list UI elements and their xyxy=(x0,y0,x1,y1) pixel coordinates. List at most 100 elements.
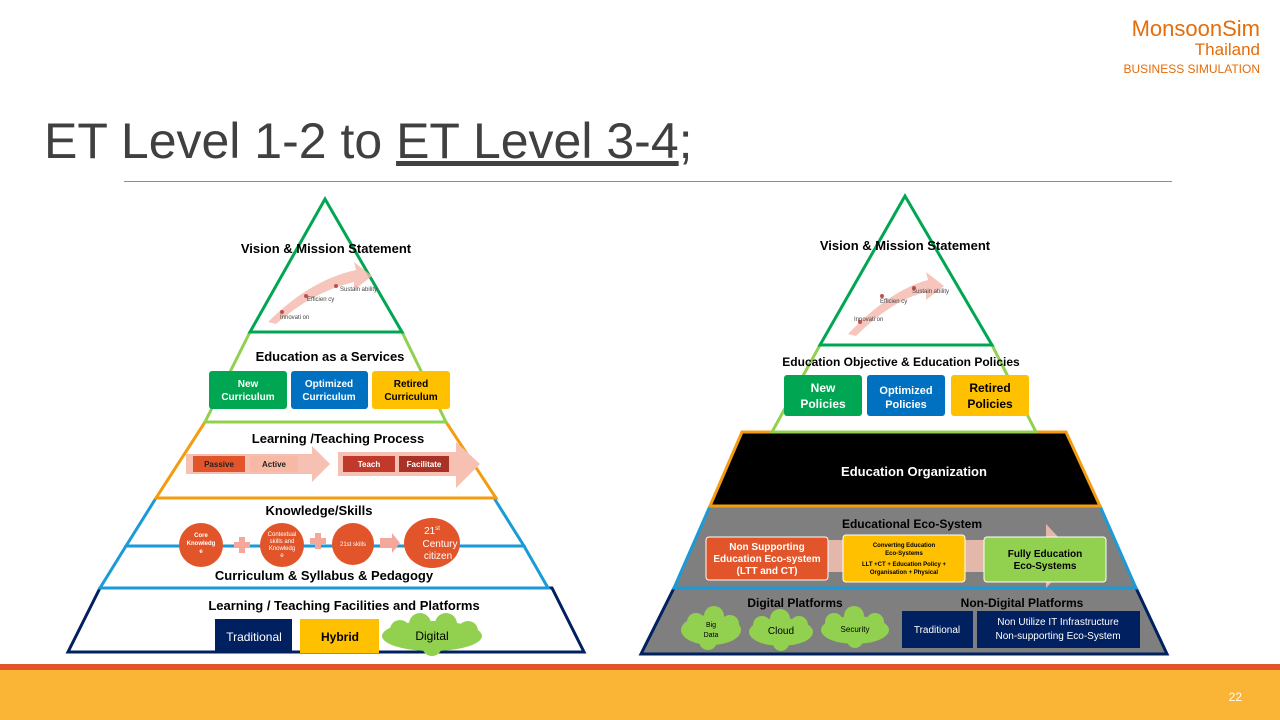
knowledge-contextual-circle xyxy=(260,523,304,567)
eco-converting-l4: Organisation + Physical xyxy=(870,570,939,576)
century-l2: Century xyxy=(422,539,457,550)
knowledge-core-l3: e xyxy=(199,549,203,555)
left-arrow-dot-3 xyxy=(334,284,338,288)
right-objective-title: Education Objective & Education Policies xyxy=(782,355,1020,369)
process-active: Active xyxy=(262,460,287,469)
curriculum-retired-line1: Retired xyxy=(394,379,428,390)
bigdata-cloud-icon xyxy=(681,606,741,650)
platform-hybrid: Hybrid xyxy=(321,630,359,644)
logo-line2: Thailand xyxy=(1194,40,1260,59)
knowledge-21st-skills-circle xyxy=(332,523,374,565)
curriculum-retired-box xyxy=(372,371,450,409)
left-arrow-dot-2 xyxy=(304,294,308,298)
curriculum-optimized-line1: Optimized xyxy=(305,379,353,390)
title-part1: ET Level 1-2 to xyxy=(44,113,397,169)
eco-converting-l1: Converting Education xyxy=(873,543,936,549)
eco-fully-l2: Eco-Systems xyxy=(1014,561,1077,572)
knowledge-contextual-l1: Contextual xyxy=(268,532,297,538)
left-vision-text: Vision & Mission Statement xyxy=(241,241,412,256)
title-part2: ET Level 3-4 xyxy=(396,113,679,169)
curriculum-new-box xyxy=(209,371,287,409)
right-band-vision xyxy=(817,192,995,347)
right-arrow-label-3: Sustain ability xyxy=(912,289,949,295)
title-rule xyxy=(124,181,1172,182)
nondigital-infrastructure-box xyxy=(977,611,1140,648)
right-arrow-dot-1 xyxy=(858,320,862,324)
left-growth-arrow-icon xyxy=(268,262,372,324)
knowledge-core-l1: Core xyxy=(194,533,208,539)
right-digital-title: Digital Platforms xyxy=(747,596,843,610)
left-facilities-title: Learning / Teaching Facilities and Platf… xyxy=(208,598,479,613)
left-curriculum-title: Curriculum & Syllabus & Pedagogy xyxy=(215,568,434,583)
footer-yellow-bar xyxy=(0,670,1280,720)
digital-bigdata-l2: Data xyxy=(704,632,719,639)
knowledge-arrow-icon xyxy=(380,533,400,553)
eco-converting-l2: Eco-Systems xyxy=(885,551,923,557)
knowledge-contextual-l3: Knowledg xyxy=(269,546,295,552)
process-active-box xyxy=(250,456,298,472)
right-arrow-dot-2 xyxy=(880,294,884,298)
right-nondigital-title: Non-Digital Platforms xyxy=(961,596,1084,610)
page-number: 22 xyxy=(1228,690,1242,704)
title-part3: ; xyxy=(678,113,693,169)
nondigital-traditional-box xyxy=(902,611,973,648)
left-arrow-dot-1 xyxy=(280,310,284,314)
platform-hybrid-box xyxy=(300,619,379,653)
eco-converting-l3: LLT +CT + Education Policy + xyxy=(862,562,947,568)
knowledge-core-circle xyxy=(179,523,223,567)
knowledge-contextual-l2: skills and xyxy=(270,539,295,545)
curriculum-new-line1: New xyxy=(238,379,259,390)
knowledge-21st-skills: 21st skills xyxy=(340,542,366,548)
right-organization-text: Education Organization xyxy=(841,464,987,479)
logo-line3: BUSINESS SIMULATION xyxy=(1123,62,1260,76)
left-arrow-label-2: Efficien cy xyxy=(307,297,334,303)
nondigital-ecosystem: Non-supporting Eco-System xyxy=(995,631,1120,642)
knowledge-core-l2: Knowledg xyxy=(187,541,216,547)
right-vision-text: Vision & Mission Statement xyxy=(820,238,991,253)
right-pyramid: Vision & Mission Statement Innovati on E… xyxy=(638,192,1170,656)
right-arrow-label-2: Efficien cy xyxy=(880,299,907,305)
century-l1: 21st xyxy=(424,526,440,537)
century-l3: citizen xyxy=(424,551,452,562)
knowledge-contextual-l4: e xyxy=(280,553,284,559)
right-ecosystem-title: Educational Eco-System xyxy=(842,517,982,531)
process-teach-box xyxy=(343,456,395,472)
process-facilitate-box xyxy=(399,456,449,472)
ecosystem-converting-box xyxy=(842,534,966,583)
eco-nonsupport-l1: Non Supporting xyxy=(729,542,805,553)
curriculum-retired-line2: Curriculum xyxy=(384,392,437,403)
slide-title: ET Level 1-2 to ET Level 3-4; xyxy=(44,112,693,170)
process-facilitate: Facilitate xyxy=(407,460,442,469)
left-band-vision xyxy=(247,195,405,334)
plus-icon-2 xyxy=(310,533,326,549)
digital-security: Security xyxy=(841,625,870,634)
curriculum-optimized-box xyxy=(291,371,368,409)
policy-optimized-l1: Optimized xyxy=(879,385,932,397)
right-growth-arrow-icon xyxy=(848,272,944,336)
digital-cloud: Cloud xyxy=(768,626,794,637)
left-services-title: Education as a Services xyxy=(256,349,405,364)
platform-digital: Digital xyxy=(415,629,448,643)
policy-optimized-l2: Policies xyxy=(885,399,927,411)
curriculum-optimized-line2: Curriculum xyxy=(302,392,355,403)
right-arrow-dot-3 xyxy=(912,286,916,290)
policy-retired-l1: Retired xyxy=(969,381,1010,395)
eco-fully-l1: Fully Education xyxy=(1008,549,1082,560)
policy-new-l2: Policies xyxy=(800,397,846,411)
left-process-title: Learning /Teaching Process xyxy=(252,431,424,446)
platform-traditional: Traditional xyxy=(226,630,282,644)
logo-line1: MonsoonSim xyxy=(1131,16,1260,41)
eco-nonsupport-l3: (LTT and CT) xyxy=(737,566,798,577)
process-passive: Passive xyxy=(204,460,234,469)
ecosystem-nonsupporting-box xyxy=(705,536,829,581)
security-cloud-icon xyxy=(821,606,889,648)
footer-red-bar xyxy=(0,664,1280,670)
left-knowledge-title: Knowledge/Skills xyxy=(266,503,373,518)
policy-optimized-box xyxy=(867,375,945,416)
policy-retired-box xyxy=(951,375,1029,416)
left-arrow-label-3: Sustain ability xyxy=(340,287,377,293)
ecosystem-fully-box xyxy=(983,536,1107,583)
platform-digital-cloud-icon xyxy=(382,613,482,656)
process-teach: Teach xyxy=(358,460,381,469)
